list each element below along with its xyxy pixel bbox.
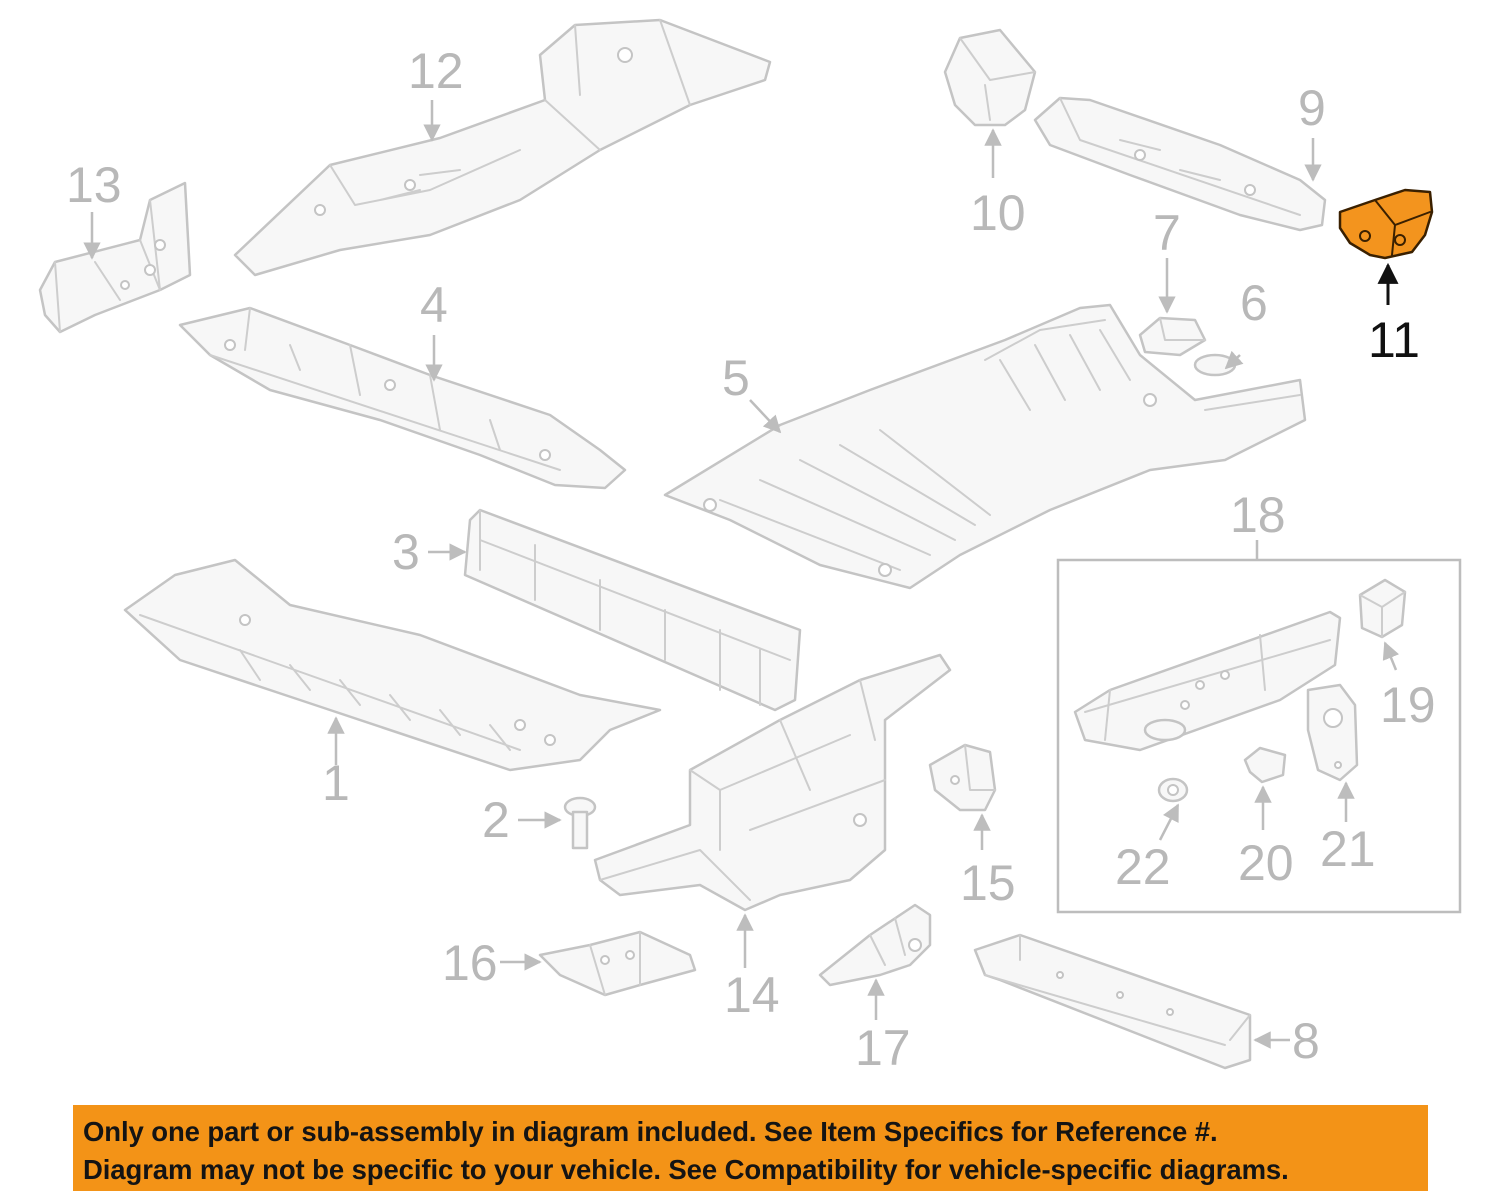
callout-1: 1 xyxy=(322,755,350,811)
part-8 xyxy=(973,933,1252,1070)
callout-11: 11 xyxy=(1368,312,1420,368)
disclaimer-line-1: Only one part or sub-assembly in diagram… xyxy=(83,1116,1218,1147)
callout-20: 20 xyxy=(1238,835,1294,891)
part-5 xyxy=(663,303,1307,590)
disclaimer-banner: Only one part or sub-assembly in diagram… xyxy=(73,1105,1428,1191)
callout-18: 18 xyxy=(1230,487,1286,543)
part-2 xyxy=(563,796,597,850)
callout-9: 9 xyxy=(1298,80,1326,136)
part-22 xyxy=(1157,777,1189,803)
callout-13: 13 xyxy=(66,157,122,213)
callout-2: 2 xyxy=(482,792,510,848)
callout-14: 14 xyxy=(724,967,780,1023)
callout-12: 12 xyxy=(408,43,464,99)
callout-6: 6 xyxy=(1240,275,1268,331)
callout-7: 7 xyxy=(1153,205,1181,261)
part-13 xyxy=(38,181,192,334)
callout-22: 22 xyxy=(1115,839,1171,895)
inset-box-18 xyxy=(1056,558,1462,914)
callout-17: 17 xyxy=(855,1020,911,1076)
callout-21: 21 xyxy=(1320,821,1376,877)
part-17 xyxy=(818,903,932,987)
part-16 xyxy=(538,930,697,997)
part-18-rail xyxy=(1073,610,1342,752)
callout-16: 16 xyxy=(442,935,498,991)
part-7 xyxy=(1138,316,1207,357)
callout-15: 15 xyxy=(960,855,1016,911)
parts-diagram: 12 13 4 5 6 7 10 9 11 3 1 2 14 15 16 17 … xyxy=(38,18,1462,1076)
part-21 xyxy=(1306,683,1359,782)
part-4 xyxy=(178,306,627,490)
callout-19: 19 xyxy=(1380,677,1436,733)
part-11-highlighted xyxy=(1338,188,1434,260)
callout-labels: 12 13 4 5 6 7 10 9 11 3 1 2 14 15 16 17 … xyxy=(66,43,1436,1076)
part-1 xyxy=(123,558,662,772)
callout-4: 4 xyxy=(420,277,448,333)
part-15 xyxy=(928,743,997,812)
part-10 xyxy=(943,28,1037,127)
callout-5: 5 xyxy=(722,350,750,406)
part-19 xyxy=(1358,578,1407,639)
callout-10: 10 xyxy=(970,185,1026,241)
disclaimer-line-2: Diagram may not be specific to your vehi… xyxy=(83,1154,1289,1185)
callout-3: 3 xyxy=(392,524,420,580)
callout-arrows xyxy=(83,100,1400,1049)
part-20 xyxy=(1243,746,1287,784)
callout-8: 8 xyxy=(1292,1013,1320,1069)
part-9 xyxy=(1033,96,1327,232)
part-14 xyxy=(593,653,952,912)
part-12 xyxy=(233,18,772,277)
part-3 xyxy=(463,508,802,712)
